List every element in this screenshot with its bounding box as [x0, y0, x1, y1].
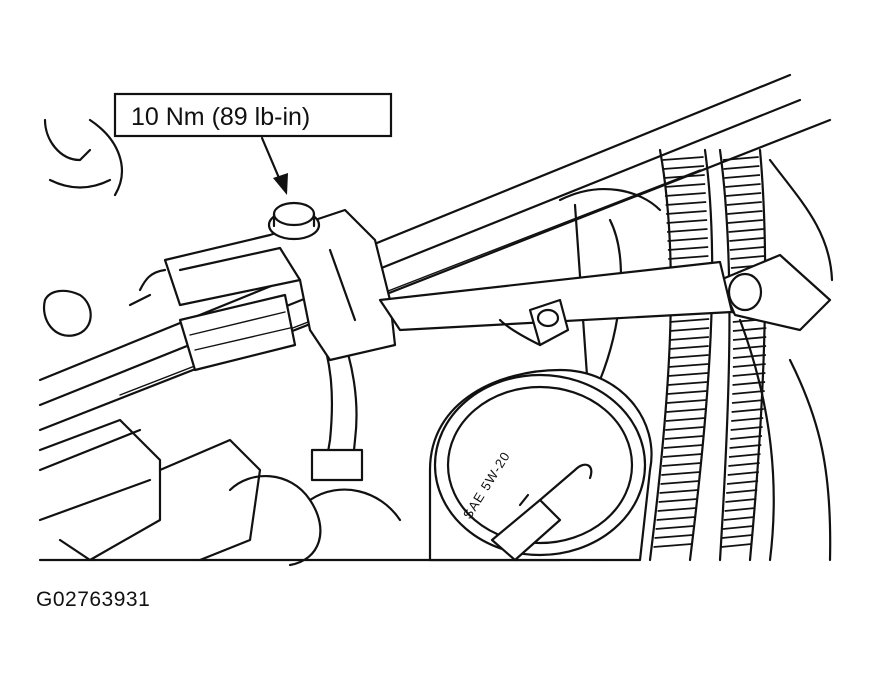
- torque-spec-label: 10 Nm (89 lb-in): [131, 103, 310, 131]
- bracket-bolt: [267, 201, 321, 241]
- oil-can-icon: [490, 463, 593, 562]
- engine-outline: [38, 73, 834, 567]
- wiring-harness: [378, 148, 832, 562]
- figure-id-label: G02763931: [36, 588, 151, 611]
- fuel-rail-bracket: [128, 208, 397, 372]
- sensor-connector: [498, 298, 570, 347]
- oil-filler-cap: SAE 5W-20: [428, 368, 653, 562]
- torque-callout: 10 Nm (89 lb-in): [113, 92, 393, 195]
